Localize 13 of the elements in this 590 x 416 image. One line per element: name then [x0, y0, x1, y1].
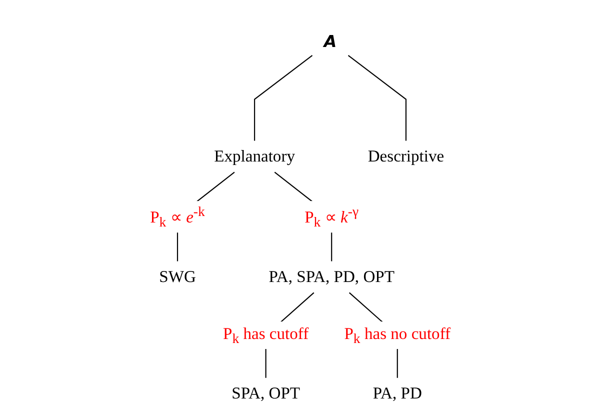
- edge-label: P$_{k}$ has no cutoff: [344, 324, 451, 346]
- connector: [348, 55, 407, 141]
- node-text: SWG: [159, 268, 196, 286]
- node-text: PA, PD: [373, 384, 422, 403]
- edge-label: P$_{k}$ has cutoff: [223, 324, 310, 346]
- node-text: SPA, OPT: [232, 384, 300, 403]
- connector: [254, 55, 313, 141]
- node-text: Descriptive: [368, 147, 444, 166]
- node-text: Explanatory: [214, 147, 296, 166]
- edge-label: P$_{k}$ ∝ k$^{-γ}$: [304, 204, 359, 230]
- edge-label: P$_{k}$ ∝ e$^{-k}$: [150, 204, 206, 230]
- node-text: A: [324, 31, 338, 52]
- node-text: PA, SPA, PD, OPT: [269, 268, 395, 286]
